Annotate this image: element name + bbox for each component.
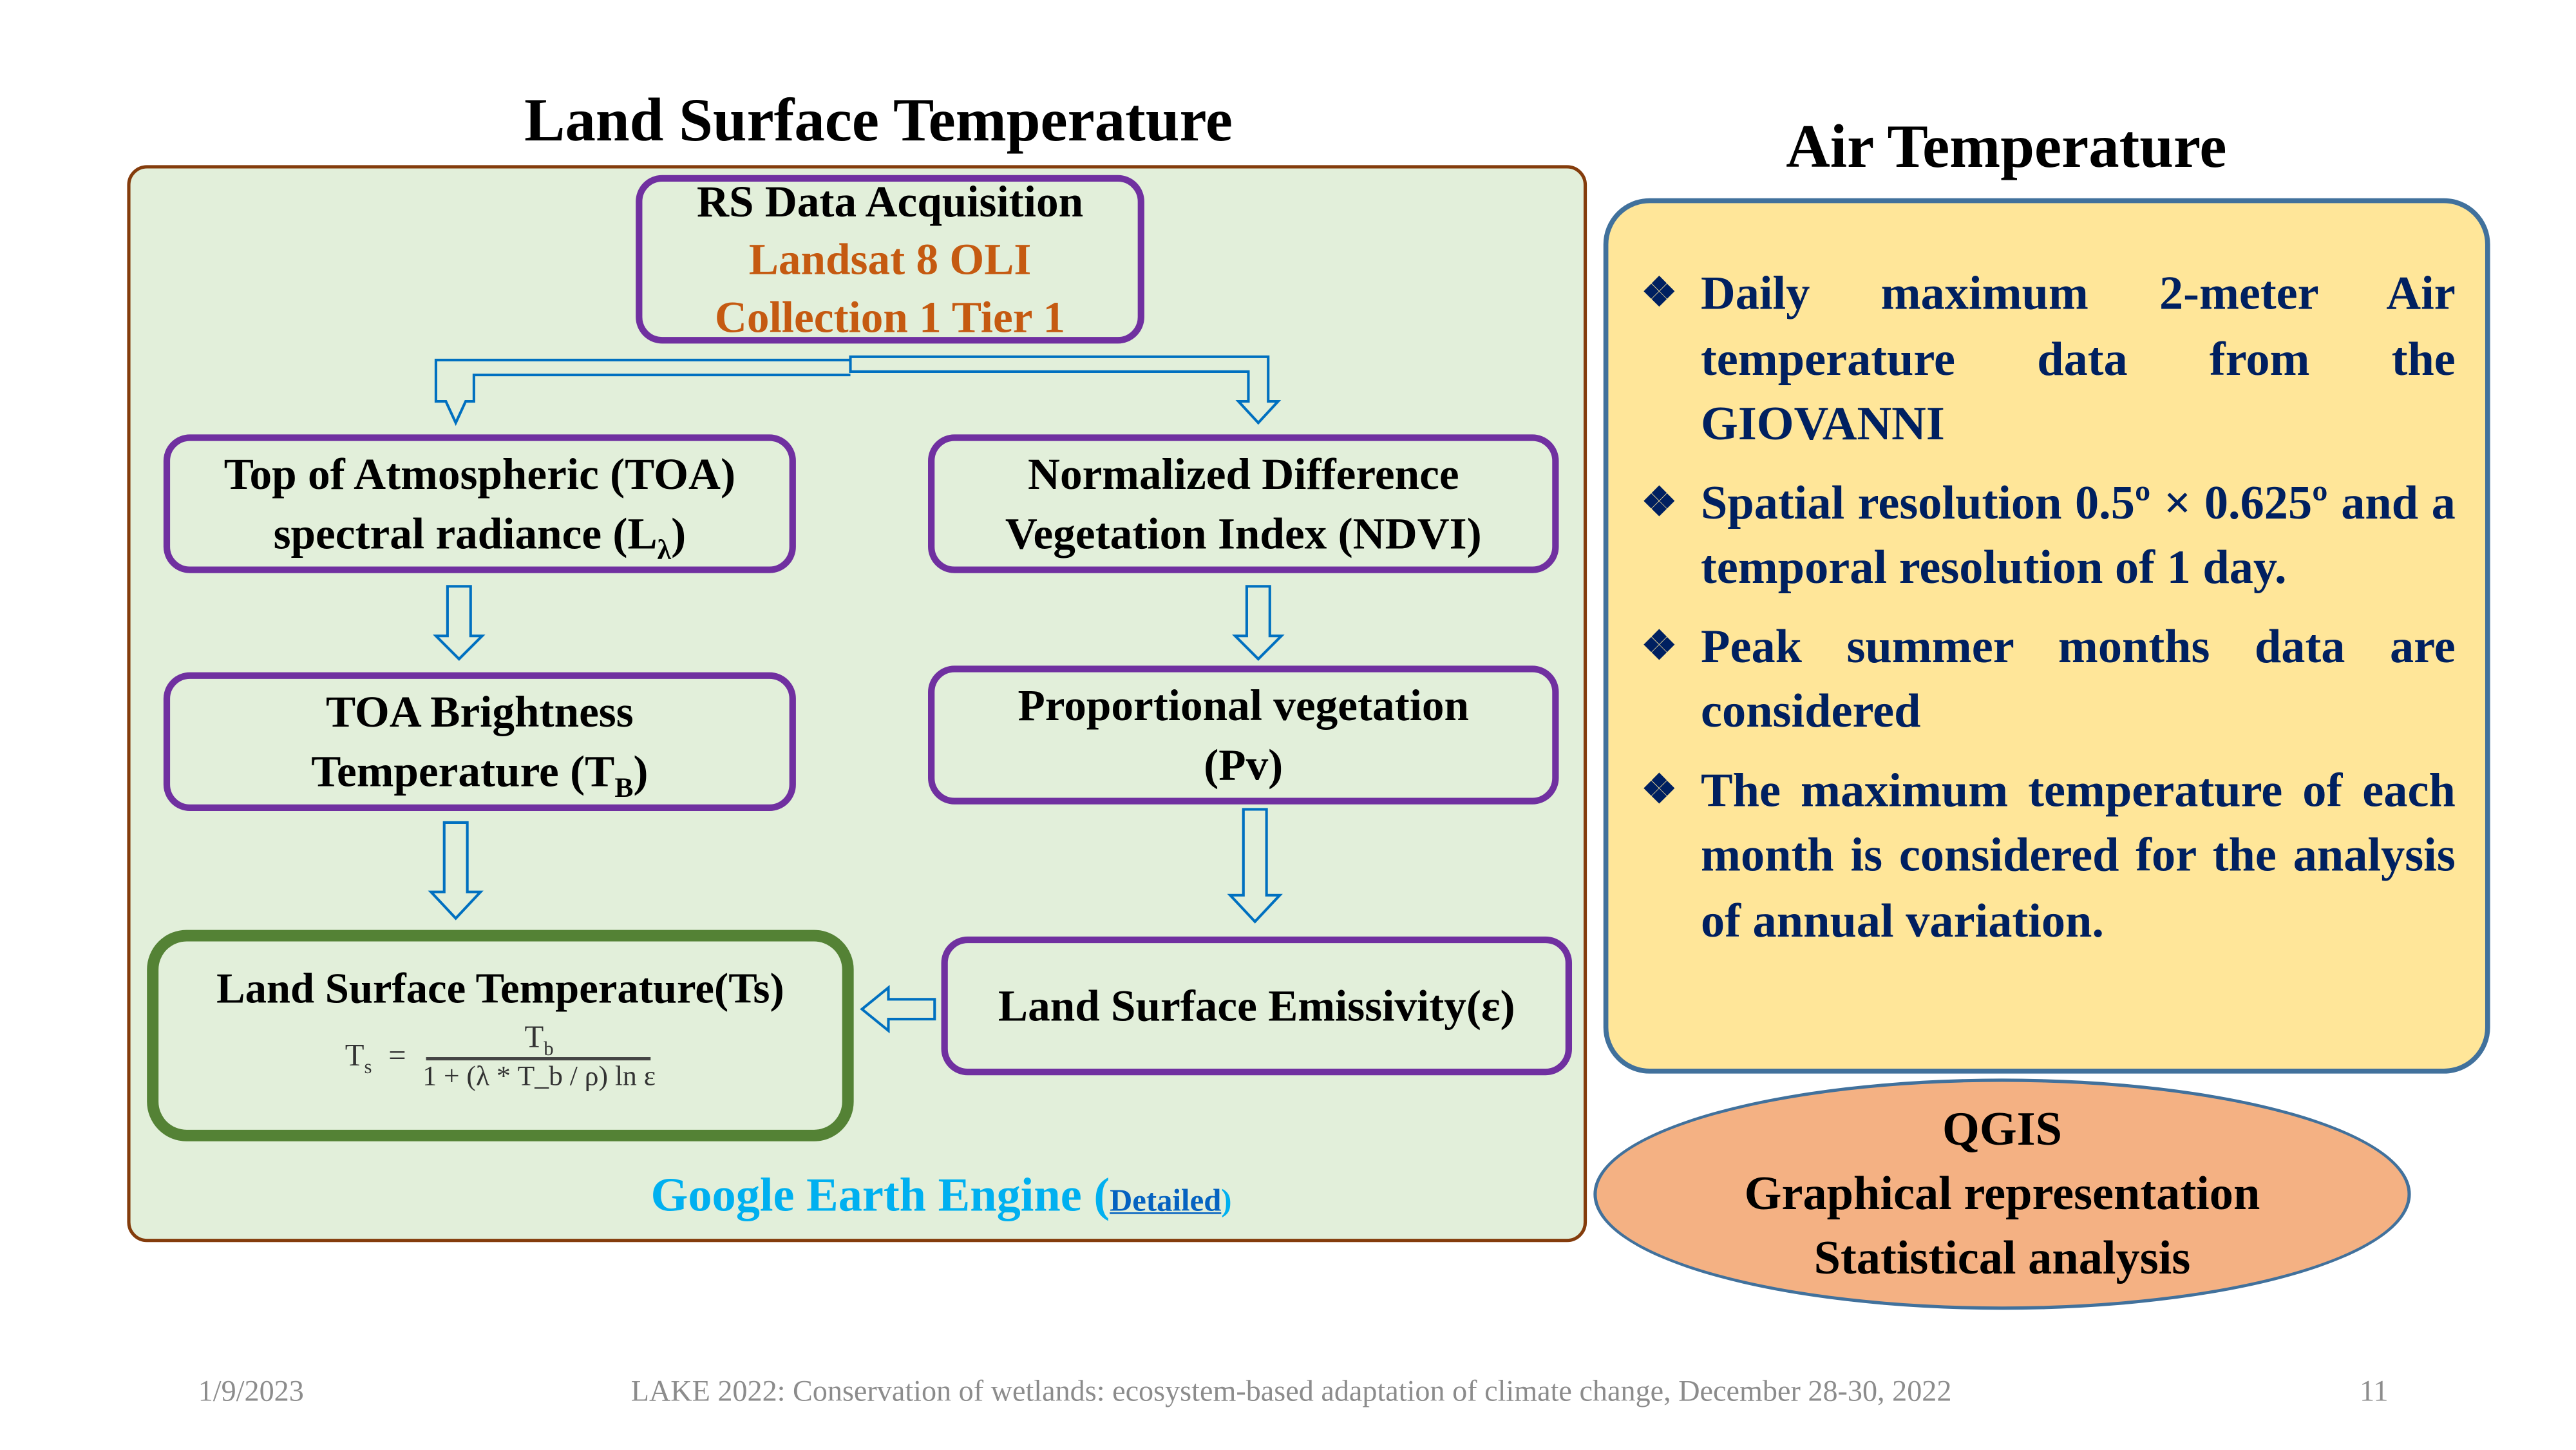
toa-radiance-box: Top of Atmospheric (TOA) spectral radian… [163,434,796,573]
brightness-temp-box: TOA Brightness Temperature (TB) [163,672,796,811]
emissivity-box: Land Surface Emissivity(ε) [941,936,1573,1076]
num-t: T [524,1020,544,1056]
slide-number: 11 [2360,1374,2389,1407]
bt-close: ) [633,746,649,796]
lst-title: Land Surface Temperature [524,87,1233,156]
diamond-bullet-icon: ❖ [1641,272,1677,316]
down-arrow-icon [428,821,484,921]
b-sub: B [614,772,634,804]
diamond-bullet-icon: ❖ [1641,481,1677,525]
pv-line1: Proportional vegetation [1018,680,1470,730]
ndvi-line2: Vegetation Index (NDVI) [1005,508,1482,558]
num-sub: b [544,1036,554,1060]
diamond-bullet-icon: ❖ [1641,625,1677,669]
emissivity-label: Land Surface Emissivity(ε) [998,981,1515,1031]
ndvi-line1: Normalized Difference [1027,449,1459,499]
qgis-line3: Statistical analysis [1814,1231,2191,1284]
detailed-link[interactable]: Detailed [1110,1184,1222,1219]
ndvi-box: Normalized Difference Vegetation Index (… [928,434,1559,573]
diamond-bullet-icon: ❖ [1641,768,1677,812]
lst-formula-box: Land Surface Temperature(Ts) Ts = Tb 1 +… [147,930,854,1141]
qgis-ellipse: QGIS Graphical representation Statistica… [1593,1078,2411,1310]
air-temp-box: ❖ Daily maximum 2-meter Air temperature d… [1603,198,2490,1074]
rs-line1: RS Data Acquisition [696,176,1084,225]
lhs-t: T [345,1038,365,1074]
lhs-sub: s [364,1054,372,1078]
air-title: Air Temperature [1786,113,2227,182]
bt-line1: TOA Brightness [326,687,634,737]
left-arrow-icon [860,985,936,1034]
bullet-text: Spatial resolution 0.5º × 0.625º and a t… [1701,476,2456,595]
formula-equals: = [388,1038,406,1074]
down-arrow-icon [1231,585,1285,661]
footer-date: 1/9/2023 [198,1374,304,1407]
lambda-sub: λ [657,534,672,566]
formula-fraction: Tb 1 + (λ * T_b / ρ) ln ε [422,1021,656,1094]
toa-close: ) [671,508,687,558]
bullet-text: Peak summer months data are considered [1701,620,2456,739]
down-arrow-icon [1227,808,1283,924]
rs-data-box: RS Data Acquisition Landsat 8 OLI Collec… [636,175,1144,344]
lst-formula: Ts = Tb 1 + (λ * T_b / ρ) ln ε [158,1021,842,1094]
pv-line2: (Pv) [1204,739,1283,790]
gee-label: Google Earth Engine ( [650,1169,1110,1223]
toa-line2: spectral radiance (Lλ) [273,504,687,566]
bullet-item: ❖ Daily maximum 2-meter Air temperature d… [1642,263,2456,459]
rs-line3: Collection 1 Tier 1 [714,291,1066,341]
gee-close: ) [1221,1184,1232,1219]
bullet-item: ❖ Spatial resolution 0.5º × 0.625º and a … [1642,472,2456,602]
gee-caption: Google Earth Engine (Detailed) [495,1169,1387,1224]
bullet-text: Daily maximum 2-meter Air temperature da… [1701,267,2456,451]
formula-denominator: 1 + (λ * T_b / ρ) ln ε [422,1060,656,1092]
bt-line2-text: Temperature (T [311,746,615,796]
formula-lhs: Ts [345,1038,372,1078]
split-arrow [434,355,1282,426]
bullet-item: ❖ The maximum temperature of each month i… [1642,759,2456,955]
bt-line2: Temperature (TB) [311,741,649,804]
bullet-item: ❖ Peak summer months data are considered [1642,615,2456,746]
qgis-line2: Graphical representation [1744,1167,2260,1220]
qgis-line1: QGIS [1942,1102,2062,1156]
footer-text: LAKE 2022: Conservation of wetlands: eco… [630,1374,1952,1407]
toa-line1: Top of Atmospheric (TOA) [223,449,736,499]
lst-formula-heading: Land Surface Temperature(Ts) [216,964,784,1013]
toa-line2-text: spectral radiance (L [273,508,658,558]
formula-numerator: Tb [426,1020,652,1061]
rs-line2: Landsat 8 OLI [748,233,1032,283]
down-arrow-icon [432,585,486,661]
bullet-text: The maximum temperature of each month is… [1701,763,2456,948]
pv-box: Proportional vegetation (Pv) [928,665,1559,805]
